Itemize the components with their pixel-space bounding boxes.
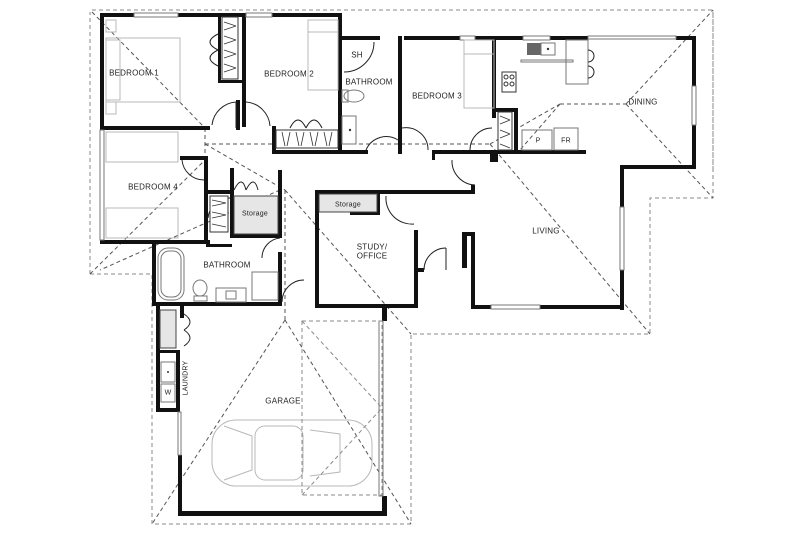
fixtures: [105, 19, 595, 496]
room-label-main-bathroom: BATHROOM: [203, 260, 251, 270]
room-label-shower: SH: [351, 50, 363, 60]
room-label-study-line1: STUDY/: [356, 242, 388, 252]
room-label-storage-study: Storage: [335, 201, 361, 209]
storage-hall-fill: [233, 195, 279, 235]
windows: [99, 12, 697, 497]
room-label-washer: W: [164, 389, 172, 397]
room-label-bedroom4: BEDROOM 4: [128, 182, 178, 192]
room-label-bedroom2: BEDROOM 2: [264, 69, 314, 79]
room-label-bedroom3: BEDROOM 3: [412, 91, 462, 101]
room-label-ensuite-bathroom: BATHROOM: [345, 77, 393, 87]
room-label-laundry: LAUNDRY: [182, 360, 190, 396]
wardrobe-hatch: [209, 16, 513, 233]
room-label-storage-hall: Storage: [242, 210, 268, 218]
room-label-pantry: P: [535, 137, 541, 145]
room-label-dining: DINING: [628, 97, 658, 107]
car-icon: [211, 419, 373, 487]
storage-study-fill: [318, 193, 378, 213]
room-label-garage: GARAGE: [265, 396, 301, 406]
walls: [100, 13, 696, 516]
room-label-bedroom1: BEDROOM 1: [109, 68, 159, 78]
room-label-fridge: FR: [561, 137, 571, 145]
laundry-cupboard-fill: [159, 309, 177, 349]
room-label-study-line2: OFFICE: [356, 251, 388, 261]
room-label-living: LIVING: [532, 226, 560, 236]
